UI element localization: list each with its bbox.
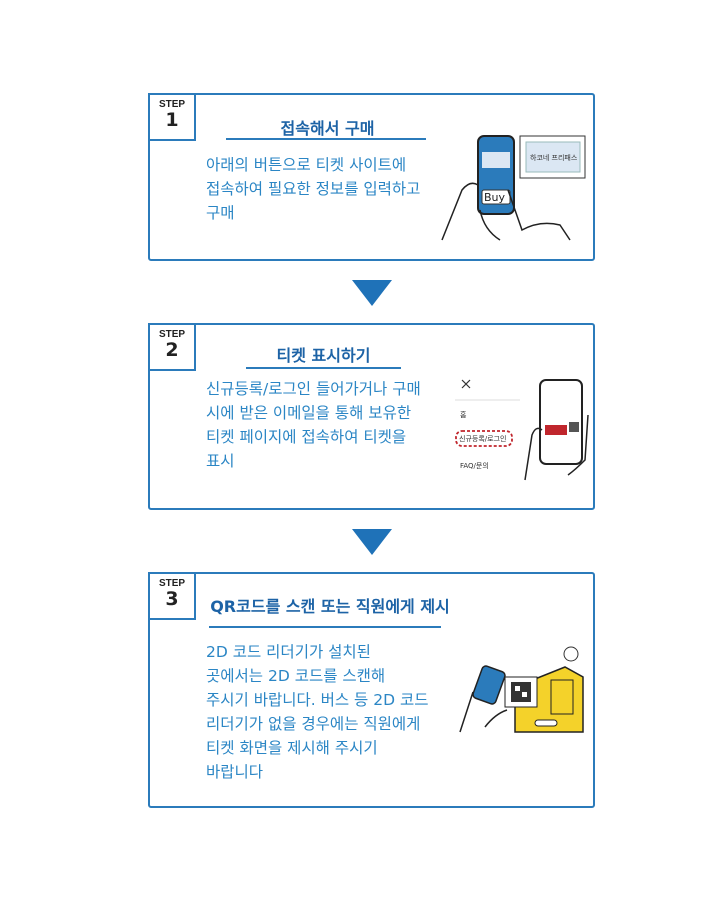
buy-ticket-illustration: 하코네 프리패스 Buy <box>441 135 586 241</box>
step-label: STEP <box>158 329 186 340</box>
pass-card-text: 하코네 프리패스 <box>530 153 578 162</box>
title-underline <box>246 367 401 369</box>
step-number: 1 <box>165 109 179 131</box>
step-title: 티켓 표시하기 <box>276 346 371 365</box>
menu-item-home: 홈 <box>460 410 467 419</box>
qr-scan-illustration <box>459 646 584 733</box>
step-number: 2 <box>165 339 179 361</box>
step-label: STEP <box>158 578 186 589</box>
title-underline <box>226 138 426 140</box>
step-description: 신규등록/로그인 들어가거나 구매 시에 받은 이메일을 통해 보유한 티켓 페… <box>206 380 421 470</box>
step-title: QR코드를 스캔 또는 직원에게 제시 <box>210 597 450 616</box>
step-label: STEP <box>158 99 186 110</box>
step-description: 아래의 버튼으로 티켓 사이트에 접속하여 필요한 정보를 입력하고 구매 <box>206 156 421 222</box>
show-ticket-illustration: 홈 신규등록/로그인 FAQ/문의 <box>455 379 589 481</box>
step-title: 접속해서 구매 <box>280 119 375 138</box>
down-arrow <box>352 280 392 306</box>
down-arrow <box>352 529 392 555</box>
menu-item-register-login: 신규등록/로그인 <box>459 434 506 443</box>
step-description: 2D 코드 리더기가 설치된 곳에서는 2D 코드를 스캔해 주시기 바랍니다.… <box>206 643 429 781</box>
buy-button-text: Buy <box>484 191 506 204</box>
menu-item-faq: FAQ/문의 <box>460 461 489 470</box>
title-underline <box>209 626 441 628</box>
step-number: 3 <box>165 588 179 610</box>
